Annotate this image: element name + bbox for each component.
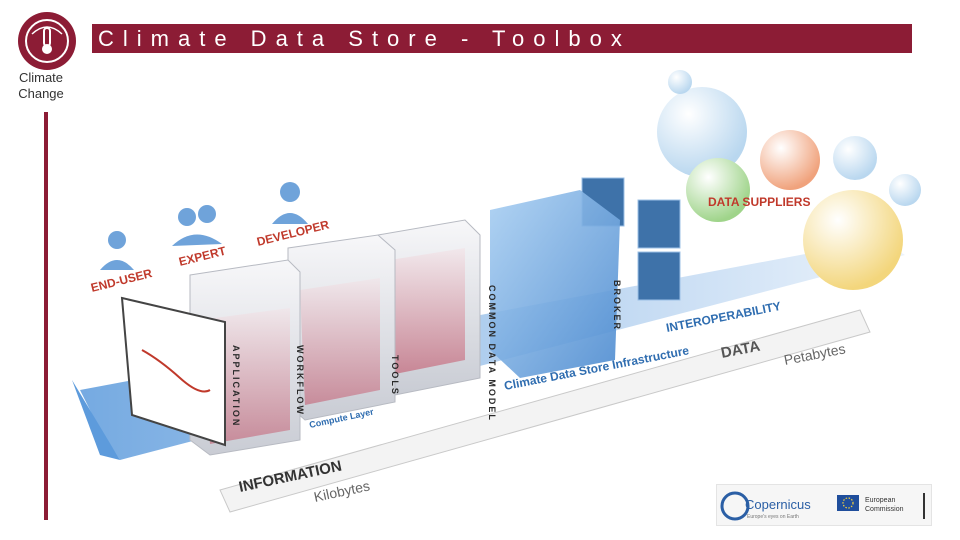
data-supplier-bubble [657,87,747,177]
partner-logos: Copernicus Europe's eyes on Earth Europe… [716,484,932,526]
data-supplier-bubble [803,190,903,290]
layer-label-application: APPLICATION [231,345,241,427]
data-supplier-bubble [889,174,921,206]
cds-toolbox-diagram: END-USER EXPERT DEVELOPER DATA SUPPLIERS… [72,70,921,513]
data-supplier-bubble [760,130,820,190]
page-title: Climate Data Store - Toolbox [92,24,912,53]
climate-change-logo [18,12,76,70]
ec-label-line1: European [865,497,895,504]
copernicus-ec-logos: Copernicus Europe's eyes on Earth Europe… [720,491,925,521]
layer-label-common-data-model: COMMON DATA MODEL [487,285,497,422]
side-divider [44,112,48,520]
logo-label-line1: Climate [18,70,64,85]
developer-icon [272,182,308,224]
workflow-gear-panel [300,278,380,405]
logo-label-line2: Change [18,86,64,101]
ec-label-line2: Commission [865,506,904,513]
logo-label: Climate Change [8,70,74,102]
data-suppliers-label: DATA SUPPLIERS [708,195,810,209]
data-supplier-bubble [668,70,692,94]
thermometer-icon [25,19,69,63]
common-data-model-box [490,190,620,378]
data-supplier-bubble [833,136,877,180]
role-label-end-user: END-USER [89,266,154,295]
copernicus-wordmark: Copernicus [745,497,811,512]
copernicus-icon [720,491,750,521]
layer-label-workflow: WORKFLOW [295,345,305,416]
layer-label-tools: TOOLS [390,355,400,396]
information-scale-arrow [219,309,871,513]
end-user-icon [100,231,134,270]
role-label-expert: EXPERT [177,244,228,269]
expert-icon [172,205,222,246]
copernicus-tagline: Europe's eyes on Earth [747,514,799,520]
screen-chart-line [141,349,211,393]
data-supplier-bubble [686,158,750,222]
tools-network-panel [390,248,465,374]
arrow-head [72,380,120,460]
layer-label-broker: BROKER [612,280,622,331]
eu-flag-icon [837,495,859,511]
